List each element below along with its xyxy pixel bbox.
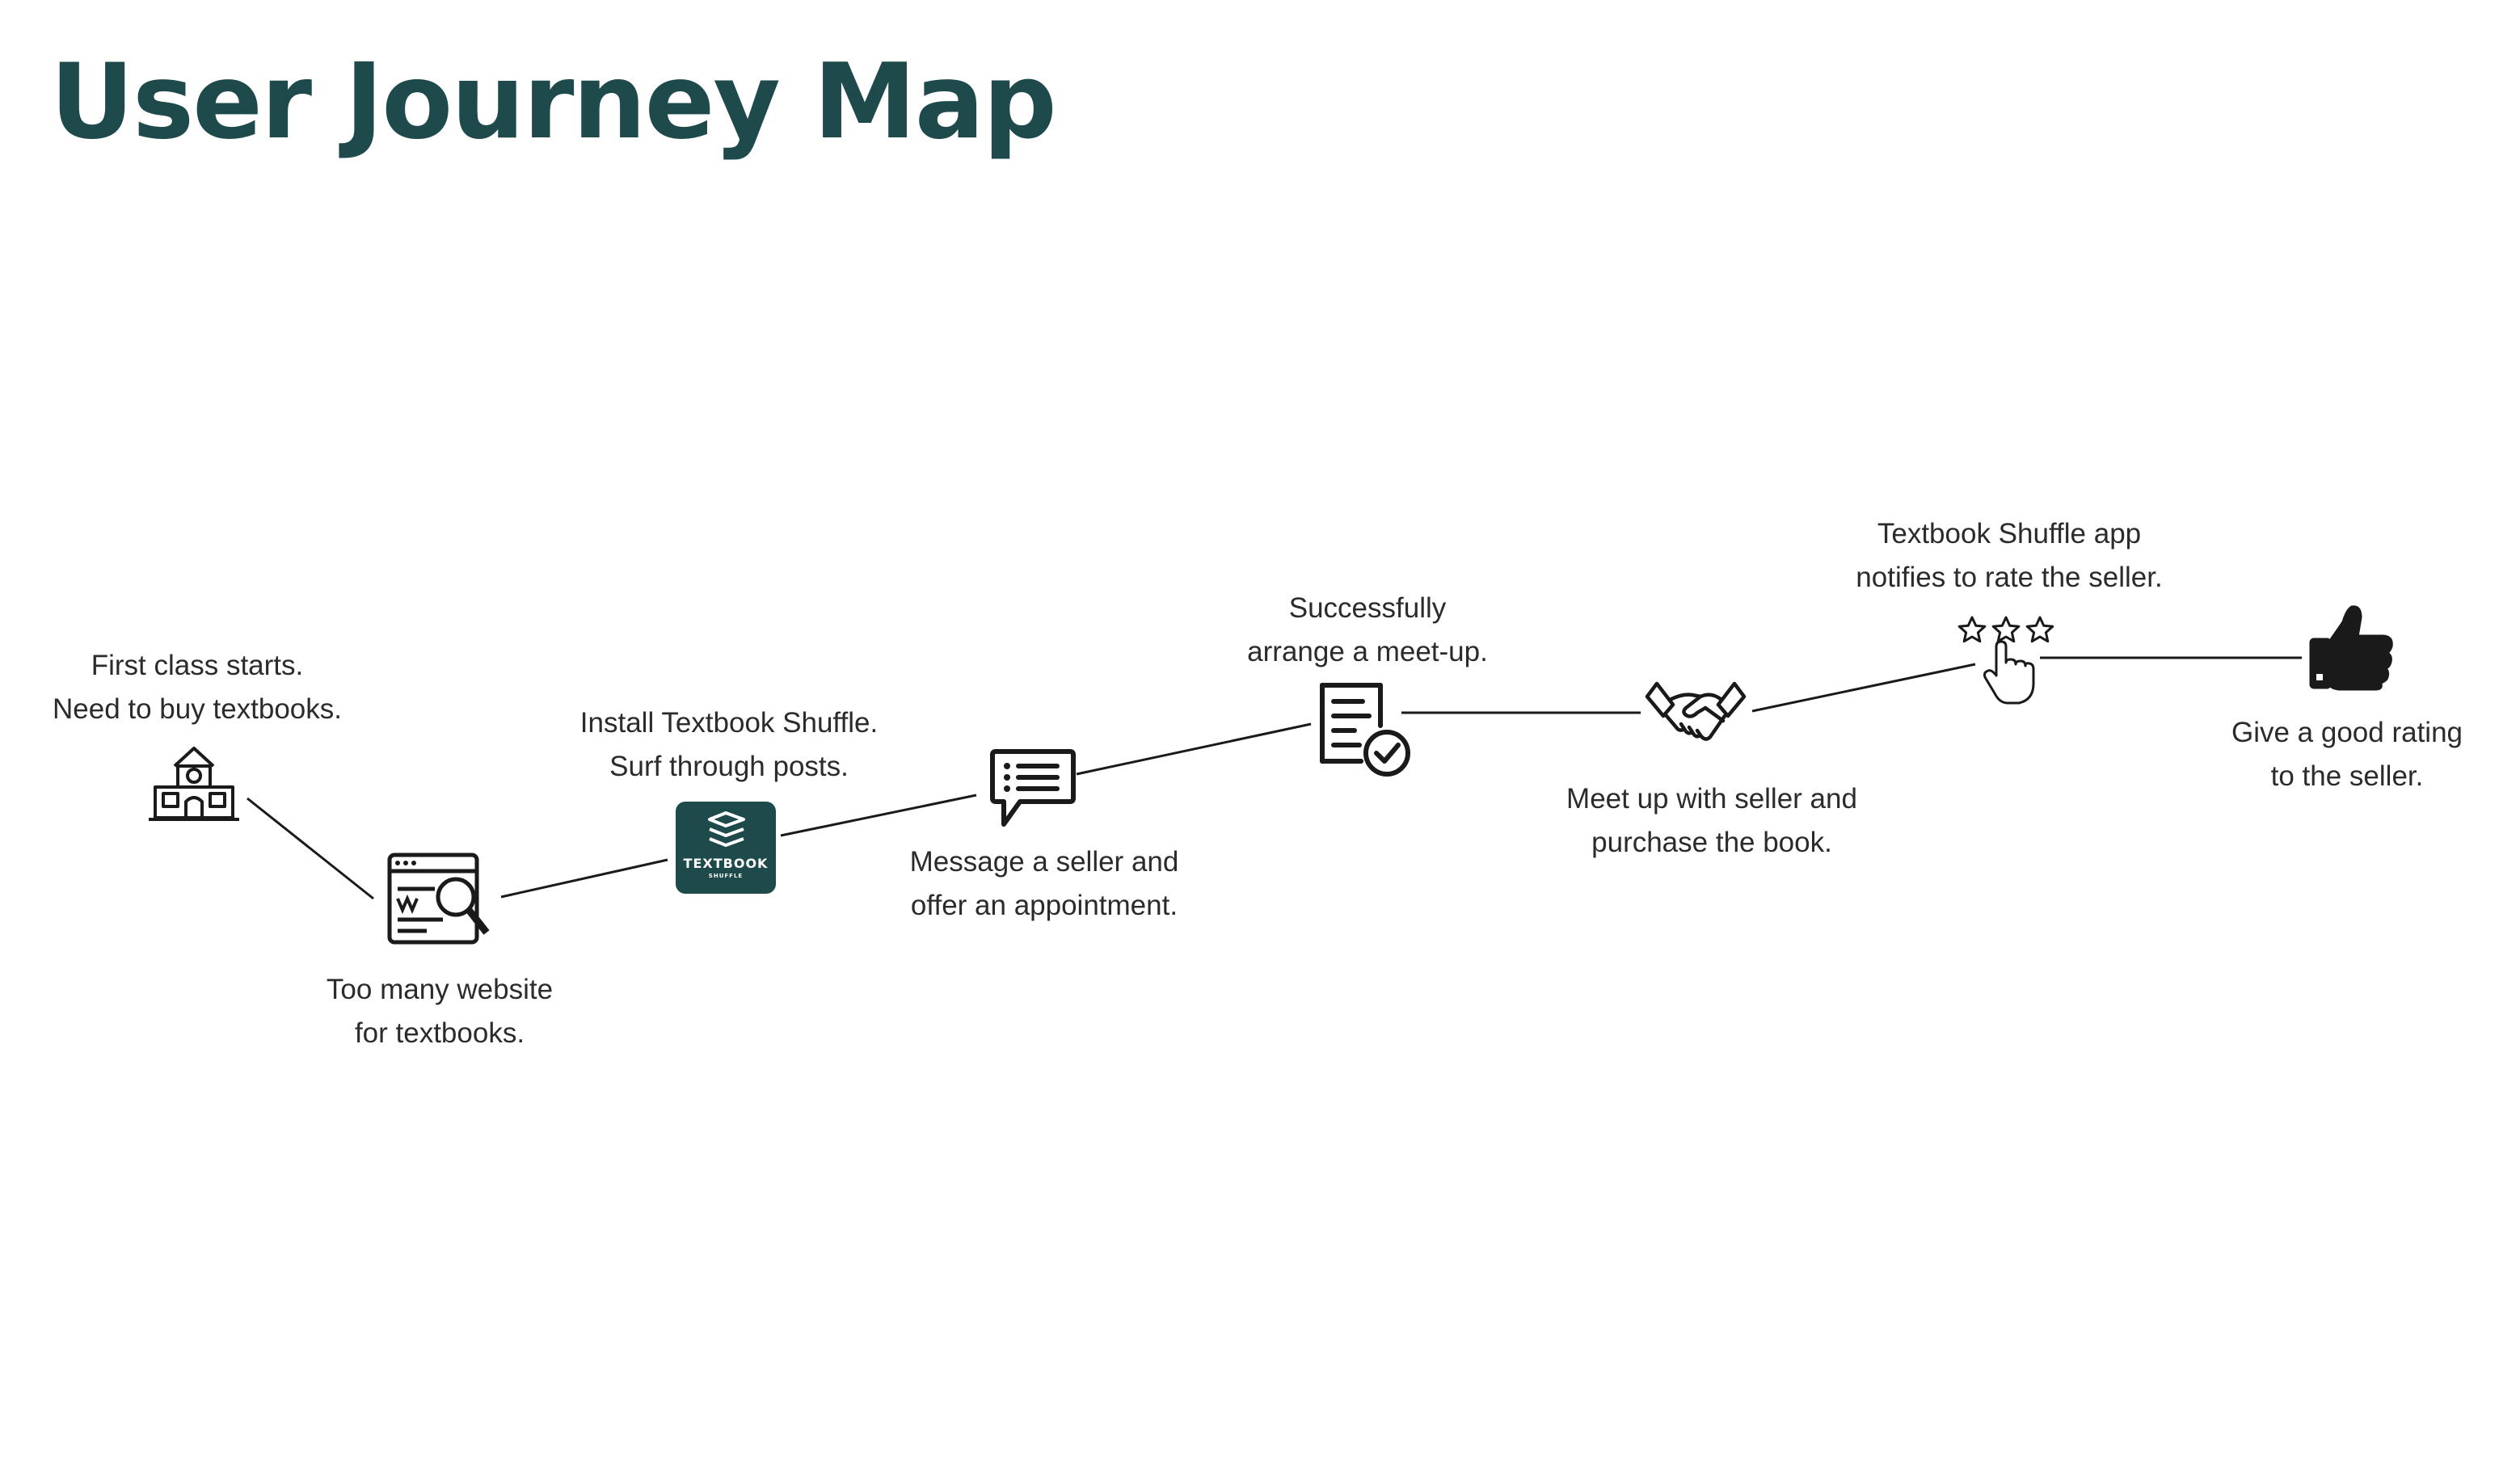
caption-line: Too many website	[326, 974, 554, 1005]
page-title: User Journey Map	[50, 42, 1057, 162]
thumbs-up-icon	[2309, 605, 2393, 691]
step-caption-5: Successfully arrange a meet-up.	[1247, 587, 1488, 674]
app-icon-label: TEXTBOOK	[683, 856, 769, 871]
chat-message-icon	[990, 749, 1076, 827]
caption-line: notifies to rate the seller.	[1856, 562, 2163, 593]
app-icon-sublabel: SHUFFLE	[708, 873, 744, 879]
caption-line: purchase the book.	[1591, 827, 1832, 858]
step-caption-3: Install Textbook Shuffle. Surf through p…	[580, 701, 878, 789]
step-caption-7: Textbook Shuffle app notifies to rate th…	[1856, 512, 2162, 600]
caption-line: First class starts.	[91, 650, 304, 681]
handshake-icon	[1645, 681, 1747, 741]
caption-line: arrange a meet-up.	[1247, 636, 1488, 667]
caption-line: Meet up with seller and	[1566, 783, 1857, 815]
caption-line: Need to buy textbooks.	[53, 693, 342, 725]
document-check-icon	[1320, 683, 1410, 777]
connector-line	[1751, 663, 1976, 713]
step-caption-8: Give a good rating to the seller.	[2231, 711, 2463, 798]
step-caption-2: Too many website for textbooks.	[327, 968, 553, 1055]
connector-line	[780, 794, 977, 837]
caption-line: to the seller.	[2270, 760, 2424, 792]
caption-line: Textbook Shuffle app	[1877, 518, 2142, 549]
caption-line: Successfully	[1288, 592, 1447, 624]
school-building-icon	[149, 747, 239, 821]
connector-line	[1076, 722, 1312, 776]
connector-line	[500, 858, 668, 899]
caption-line: Message a seller and	[909, 846, 1179, 878]
step-caption-6: Meet up with seller and purchase the boo…	[1566, 777, 1857, 865]
star-rating-icon	[1957, 616, 2054, 705]
caption-line: Surf through posts.	[609, 751, 849, 782]
website-search-icon	[387, 853, 490, 945]
caption-line: Give a good rating	[2231, 717, 2463, 748]
textbook-shuffle-app-icon: TEXTBOOK SHUFFLE	[676, 802, 776, 894]
caption-line: offer an appointment.	[910, 890, 1178, 921]
connector-line	[247, 797, 374, 900]
caption-line: for textbooks.	[354, 1017, 525, 1049]
step-caption-4: Message a seller and offer an appointmen…	[910, 840, 1179, 928]
step-caption-1: First class starts. Need to buy textbook…	[53, 644, 342, 731]
caption-line: Install Textbook Shuffle.	[579, 707, 879, 739]
